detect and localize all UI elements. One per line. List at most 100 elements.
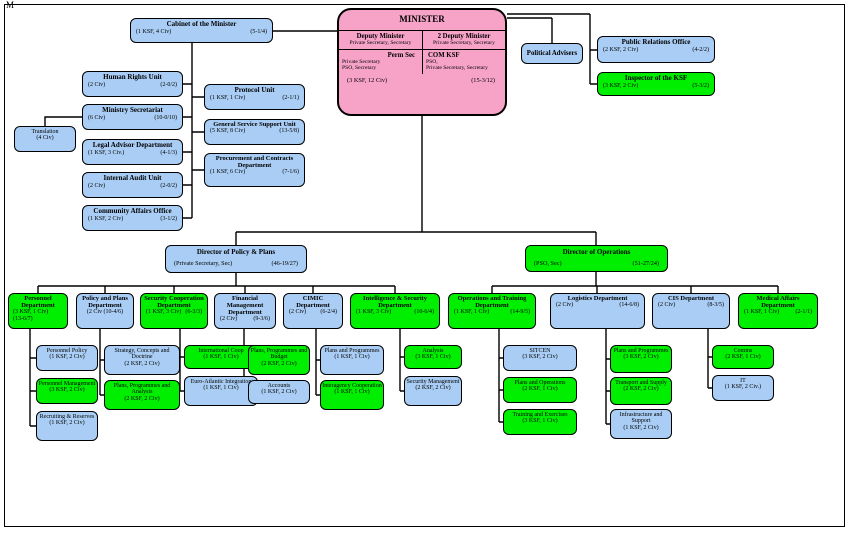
box-title: Policy and Plans Department [82,295,128,310]
box-title: Director of Operations [562,248,631,256]
box-staffing: (Private Secretary, Sec)(46-19/27) [174,259,298,267]
box-staffing: (2 Civ)(2-0/2) [88,81,177,88]
procurement-contracts-department-box: Procurement and Contracts Department (1 … [204,153,305,187]
box-staffing: (2 KSF, 2 Civ) [124,395,160,402]
box-staffing: (1 KSF, 1 Civ) [203,385,239,392]
box-title: Euro-Atlantic Integration [190,379,252,385]
box-title: Security Cooperation Department [144,295,204,310]
box-staffing: (1 KSF, 1 Civ) [334,389,370,396]
interagency-cooperation-box: Interagency Cooperation (1 KSF, 1 Civ) [320,380,384,410]
cimic-plans-programmes-box: Plans and Programmes (1 KSF, 1 Civ) [320,345,384,375]
box-title: Procurement and Contracts Department [215,155,294,170]
com-ksf-title: COM KSF [428,52,460,60]
box-staffing: (2 Civ)(14-6/8) [556,302,639,309]
box-title: IT [740,378,746,384]
box-title: Legal Advisor Department [92,141,173,149]
box-title: Plans and Programmes [324,348,380,354]
box-staffing: (1 KSF, 3 Civ)(10-6/4) [356,309,434,316]
policy-plans-department-box: Policy and Plans Department (2 Civ (10-4… [76,293,134,329]
cis-department-box: CIS Department (2 Civ)(8-3/5) [652,293,730,329]
logistics-plans-programmes-box: Plans and Programmes (3 KSF, 2 Civ) [610,345,672,373]
box-title: Strategy, Concepts and Doctrine [114,348,170,361]
box-title: Director of Policy & Plans [196,248,276,256]
personnel-department-box: Personnel Department (3 KSF, 1 Civ) (13-… [8,293,68,329]
corner-label: M [6,0,15,10]
box-staffing: (2 KSF, 2 Civ) [261,360,297,367]
box-staffing: (1 KSF, 2 Civ) [623,424,659,431]
box-title: CIS Department [667,295,715,302]
perm-sec-title: Perm Sec [387,52,415,60]
minister-grid: Deputy Minister Private Secretary, Secre… [339,29,505,75]
box-title: Human Rights Unit [103,73,162,81]
box-staffing: (1 KSF, 2 Civ) [49,354,85,361]
human-rights-unit-box: Human Rights Unit (2 Civ)(2-0/2) [82,71,183,97]
box-staffing: (1 KSF, 3 Civ.)(4-1/3) [88,149,177,156]
box-title: Inspector of the KSF [624,74,688,82]
box-title: Protocol Unit [234,86,275,94]
box-title: Security Management [406,379,460,385]
minister-staff-right: (15-3/12) [471,77,495,85]
box-staffing: (2 KSF, 2 Civ) [415,385,451,392]
box-title: SITCEN [529,348,551,354]
box-title: Financial Management Department [226,295,264,317]
box-staffing: (3 KSF, 2 Civ) [49,387,85,394]
box-staffing: (2 KSF, 1 Civ) [522,386,558,393]
box-title: Cabinet of the Minister [166,20,237,28]
operations-training-department-box: Operations and Training Department (1 KS… [448,293,536,329]
box-staffing: (5 KSF, 8 Civ)(13-5/8) [210,128,299,135]
box-title: Operations and Training Department [457,295,527,310]
box-staffing: (3 KSF, 1 Civ) [13,309,49,316]
box-staffing: (3 KSF, 2 Civ)(5-3/2) [603,82,709,89]
minister-title: MINISTER [399,14,445,24]
box-title: Public Relations Office [621,38,691,46]
box-staffing: (1 KSF, 1 Civ) [334,354,370,361]
box-staffing: (2 KSF, 1 Civ) [725,354,761,361]
box-title: Transport and Supply [615,380,667,386]
logistics-department-box: Logistics Department (2 Civ)(14-6/8) [550,293,645,329]
box-title: Translation [31,129,59,135]
box-staffing: (1 KSF, 2 Civ.) [724,384,762,391]
box-title: Analysis [422,348,444,354]
community-affairs-office-box: Community Affairs Office (1 KSF, 2 Civ)(… [82,205,183,231]
box-title: Plans and Programmes [613,348,669,354]
box-staffing: (3 KSF, 1 Civ) [522,418,558,425]
box-title: International Coop [198,348,244,354]
box-staffing: (3 KSF, 2 Civ) [623,354,659,361]
cimic-department-box: CIMIC Department (2 Civ)(6-2/4) [283,293,343,329]
strategy-concepts-doctrine-box: Strategy, Concepts and Doctrine (2 KSF, … [104,345,180,375]
transport-supply-box: Transport and Supply (2 KSF, 2 Civ) [610,377,672,405]
ministry-secretariat-box: Ministry Secretariat (6 Civ)(10-0/10) [82,104,183,130]
minister-staffing: (3 KSF, 12 Civ) (15-3/12) [339,74,505,85]
box-title: Comms [733,348,753,354]
box-total: (13-6/7) [13,315,33,322]
director-policy-plans-box: Director of Policy & Plans (Private Secr… [165,245,307,273]
sitcen-box: SITCEN (3 KSF, 2 Civ) [503,345,577,371]
legal-advisor-department-box: Legal Advisor Department (1 KSF, 3 Civ.)… [82,139,183,165]
box-staffing: (1 KSF, 2 Civ)(3-1/2) [88,215,177,222]
deputy-minister-sub: Private Secretary, Secretary [349,40,412,47]
box-staffing: (2 Civ (10-4/6) [86,309,124,316]
box-title: Political Advisers [526,49,578,57]
perm-sec-sub2: PSO, Secretary [342,65,377,72]
box-title: Interagency Cooperation [322,383,382,389]
personnel-management-box: Personnel Management (3 KSF, 2 Civ) [36,378,98,404]
second-deputy-minister-cell: 2 Deputy Minister Private Secretary, Sec… [422,30,505,51]
political-advisers-box: Political Advisers [521,43,583,64]
plans-operations-box: Plans and Operations (2 KSF, 1 Civ) [503,377,577,403]
director-operations-box: Director of Operations (PSO, Sec)(51-27/… [525,245,668,272]
box-staffing: (1 KSF, 3 Civ)(6-3/3) [146,309,202,316]
box-staffing: (2 KSF, 2 Civ) [124,360,160,367]
infrastructure-support-box: Infrastructure and Support (1 KSF, 2 Civ… [610,409,672,439]
box-title: Accounts [267,383,291,389]
box-staffing: (4 Civ) [36,135,54,142]
box-title: Personnel Department [21,295,55,310]
financial-management-department-box: Financial Management Department (2 Civ)(… [214,293,276,329]
comms-box: Comms (2 KSF, 1 Civ) [712,345,774,369]
personnel-policy-box: Personnel Policy (1 KSF, 2 Civ) [36,345,98,371]
box-staffing: (1 KSF, 1 Civ)(14-9/5) [454,309,530,316]
minister-staff-left: (3 KSF, 12 Civ) [347,77,388,85]
box-title: Infrastructure and Support [619,412,663,425]
box-title: Personnel Management [38,381,96,387]
